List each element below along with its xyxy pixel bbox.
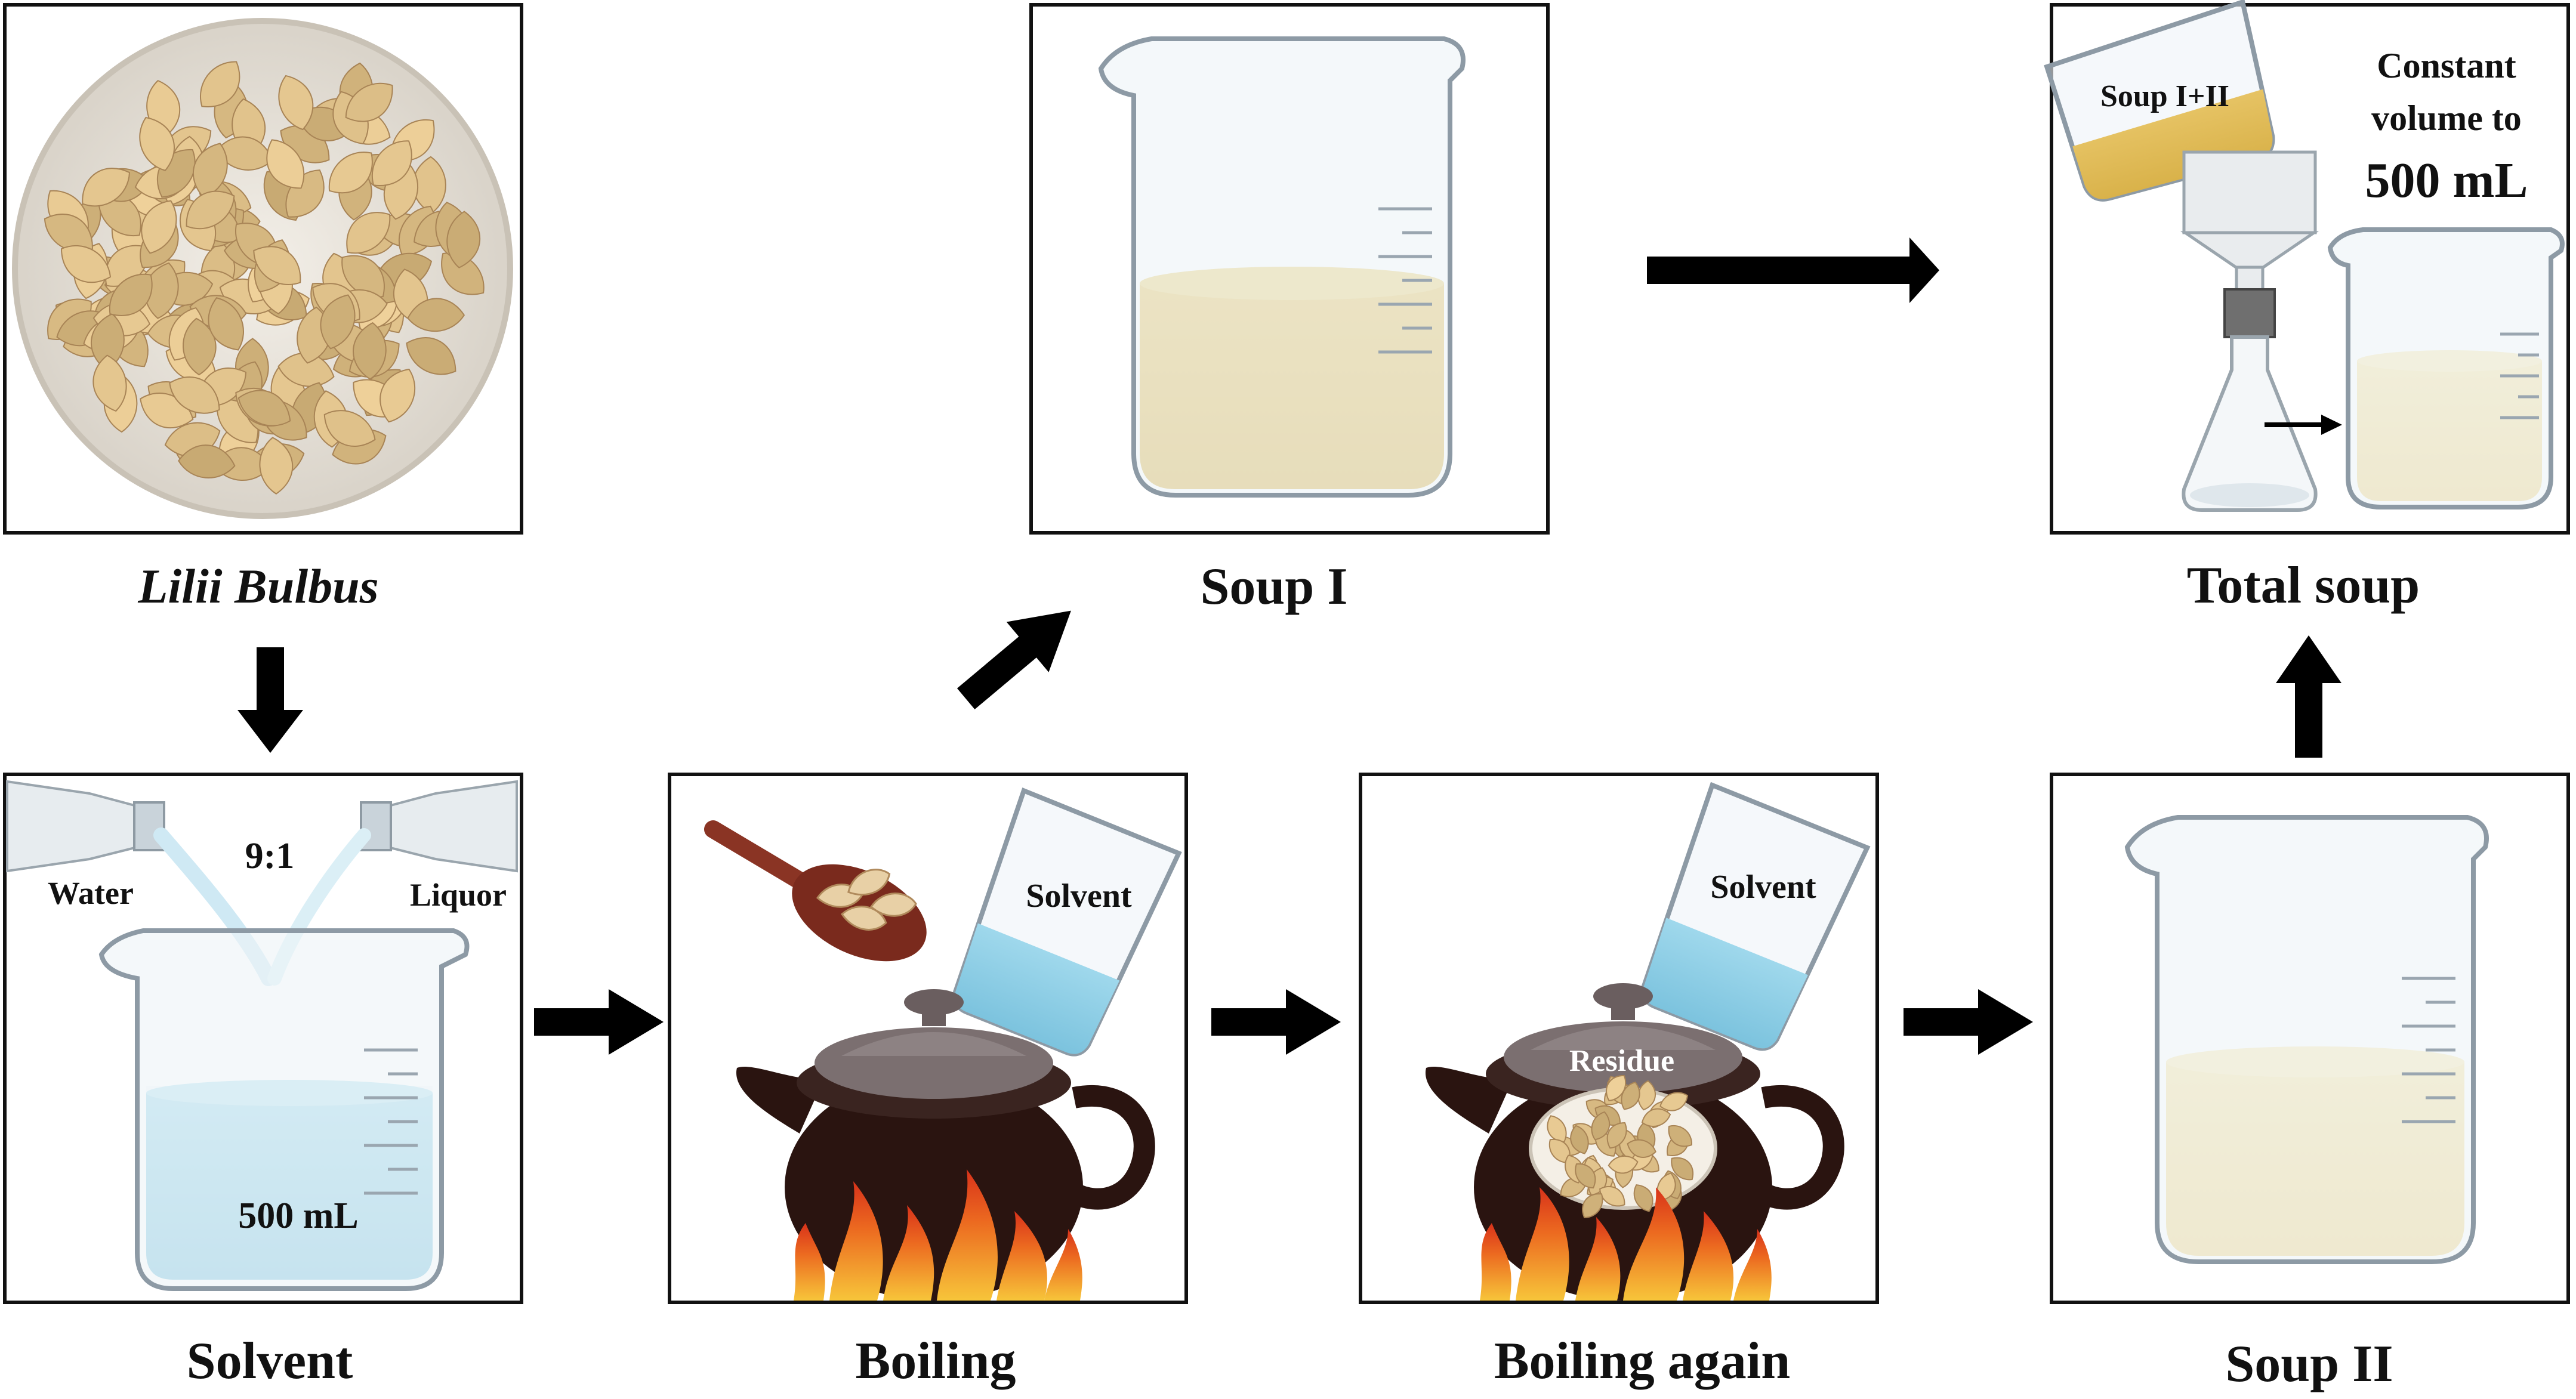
lily-slice: [328, 152, 373, 194]
funnel-flask-icon: [2180, 150, 2319, 512]
lily-slice: [341, 255, 385, 298]
panel-soup-ii: [2050, 773, 2570, 1304]
lily-slice: [169, 376, 220, 414]
lily-slice: [60, 245, 112, 283]
lily-slice: [1570, 1125, 1589, 1154]
label-solvent-cup-1: Solvent: [1026, 878, 1132, 915]
lily-slice: [346, 212, 391, 254]
beaker-soup-i: [1098, 36, 1466, 498]
label-500ml: 500 mL: [238, 1196, 359, 1236]
lily-slice: [345, 82, 393, 122]
lily-slice: [323, 410, 376, 447]
beaker-total: [2327, 227, 2565, 509]
arrow-boiling-to-boiling-again: [1211, 989, 1341, 1055]
panel-boiling: Solvent: [668, 773, 1188, 1304]
lily-slice: [259, 437, 294, 495]
lily-slice: [1659, 1092, 1689, 1111]
lily-slice: [320, 294, 356, 350]
spoon-with-lily-icon: [704, 820, 927, 962]
panel-boiling-again: Solvent Residue: [1359, 773, 1879, 1304]
liquor-bottle-icon: [360, 780, 518, 873]
lily-slice: [1608, 1155, 1639, 1174]
caption-boiling: Boiling: [856, 1332, 1016, 1390]
lily-slice: [1599, 1185, 1625, 1207]
label-constant-1: Constant: [2377, 46, 2516, 85]
lily-slice: [1591, 1111, 1611, 1141]
dried-lily-slices: [44, 61, 485, 495]
lily-slice: [1637, 1080, 1656, 1111]
lily-slice: [1606, 1122, 1627, 1149]
lily-slice: [1547, 1115, 1567, 1142]
small-arrow-icon: [2265, 415, 2342, 435]
caption-soup-i: Soup I: [1200, 558, 1347, 616]
water-bottle-icon: [6, 780, 165, 873]
lily-slice: [1671, 1157, 1694, 1181]
lily-slice: [1633, 1184, 1653, 1212]
caption-soup-ii: Soup II: [2225, 1335, 2393, 1393]
lily-slice: [1668, 1125, 1692, 1147]
label-ratio: 9:1: [245, 836, 295, 876]
label-soup-mix: Soup I+II: [2100, 79, 2229, 113]
beaker-soup-ii: [2124, 815, 2489, 1264]
arrow-solvent-to-boiling: [534, 989, 664, 1055]
lily-slice: [208, 297, 244, 351]
arrow-down-to-solvent: [237, 647, 303, 753]
lily-slice: [371, 140, 412, 187]
lily-slice: [441, 252, 485, 295]
fire-icon: [794, 1169, 1082, 1301]
lily-slice: [139, 116, 175, 171]
lily-slice: [237, 390, 291, 427]
panel-soup-i: [1029, 3, 1550, 535]
lily-slice: [109, 273, 153, 316]
label-constant-2: volume to: [2371, 98, 2522, 138]
lily-slice: [44, 213, 93, 252]
arrow-soup-ii-to-total: [2276, 635, 2341, 758]
panel-total-soup: Soup I+II Constant volume to 50: [2044, 0, 2570, 535]
lily-slice: [1575, 1163, 1596, 1189]
panel-lilii-bulbus: [3, 3, 523, 535]
lily-slice: [82, 168, 131, 207]
arrow-boiling-to-soup-i: [957, 610, 1071, 710]
lily-slice: [407, 298, 465, 332]
lily-slice: [92, 354, 127, 412]
lily-slice: [1627, 1139, 1656, 1158]
label-solvent-cup-2: Solvent: [1710, 869, 1816, 906]
lily-slice: [186, 190, 235, 230]
lily-slice: [200, 61, 240, 107]
caption-solvent: Solvent: [187, 1332, 353, 1390]
lily-slice: [266, 139, 305, 189]
caption-boiling-again: Boiling again: [1494, 1332, 1790, 1390]
label-constant-3: 500 mL: [2365, 153, 2528, 208]
caption-total-soup: Total soup: [2187, 557, 2420, 614]
clay-pot-2-icon: [1425, 983, 1844, 1301]
lily-slice: [406, 337, 456, 375]
panel-solvent: Water 9:1 Liquor 500 mL: [3, 773, 523, 1304]
lily-slice: [253, 246, 301, 286]
lily-slice: [1621, 1082, 1640, 1110]
lily-slice: [141, 200, 177, 254]
label-liquor: Liquor: [410, 877, 507, 913]
lily-slice: [380, 368, 416, 423]
residue-lily-slices: [1547, 1074, 1694, 1218]
lily-slice: [1582, 1193, 1603, 1218]
arrow-boiling-again-to-soup-ii: [1904, 989, 2033, 1055]
lily-slice: [1606, 1074, 1627, 1101]
lily-slice: [353, 322, 387, 380]
caption-lilii-bulbus: Lilii Bulbus: [137, 559, 378, 613]
beaker-solvent: [98, 928, 470, 1291]
label-water: Water: [48, 875, 134, 911]
lily-slice: [193, 143, 228, 199]
fire-2-icon: [1480, 1187, 1772, 1301]
label-residue: Residue: [1569, 1044, 1674, 1078]
lily-slice: [1641, 1108, 1671, 1127]
lily-slice: [278, 75, 314, 131]
lily-slice: [446, 211, 480, 268]
arrow-soup-i-to-total: [1647, 237, 1939, 303]
lily-slice: [277, 353, 335, 387]
lily-slice: [178, 444, 236, 478]
